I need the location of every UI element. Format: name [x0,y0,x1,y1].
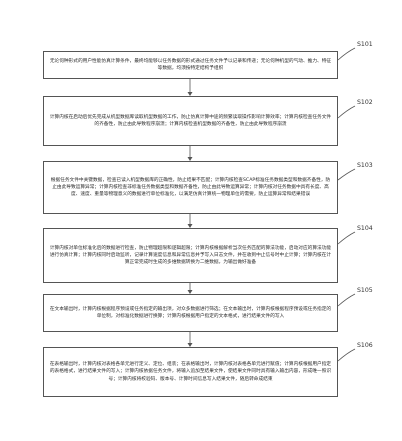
step-text-s106: 在表格输出时，计算内核对表格各单元进行定义、定位、组装；在表格输出时，计算内核对… [49,362,332,382]
leader-s106 [337,348,356,362]
step-box-s102: 计算内核在启动后优先完成从机型数据库读取机型数据的工作，防止仿真计算中途的频繁读… [43,96,338,146]
step-box-s101: 无论何种形式的用户性能仿真计算条件，最终均能够以任务数据的形式通过任务文件予以记… [43,51,338,79]
arrowhead-s103 [187,157,193,161]
arrowhead-s106 [187,343,193,347]
leader-s104 [337,231,356,245]
leader-s102 [337,105,356,119]
step-label-s105: S105 [357,287,373,294]
step-text-s101: 无论何种形式的用户性能仿真计算条件，最终均能够以任务数据的形式通过任务文件予以记… [49,58,332,71]
step-label-s101: S101 [357,41,373,48]
step-text-s104: 计算内核对单位标准化后的数据进行检查，防止物理超限和逻辑超限；计算内核根据解析当… [49,245,332,266]
leader-s101 [337,47,356,61]
arrowhead-s105 [187,290,193,294]
leader-s103 [337,168,356,181]
step-box-s104: 计算内核对单位标准化后的数据进行检查，防止物理超限和逻辑超限；计算内核根据解析当… [43,228,338,283]
step-label-s102: S102 [357,99,373,106]
step-box-s105: 在文本输出时，计算内核根据程序预设或任务指定的输出项，对众多数据进行筛选；在文本… [43,294,338,332]
step-label-s106: S106 [357,342,373,349]
step-text-s103: 根据任务文件中关键数据，检查已读入机型数据库的正确性，防止结果不匹配；计算内核检… [50,177,331,198]
step-box-s106: 在表格输出时，计算内核对表格各单元进行定义、定位、组装；在表格输出时，计算内核对… [43,347,338,397]
step-label-s104: S104 [357,225,373,232]
step-text-s105: 在文本输出时，计算内核根据程序预设或任务指定的输出项，对众多数据进行筛选；在文本… [49,306,332,319]
step-box-s103: 根据任务文件中关键数据，检查已读入机型数据库的正确性，防止结果不匹配；计算内核检… [43,161,338,214]
arrowhead-s104 [187,224,193,228]
step-text-s102: 计算内核在启动后优先完成从机型数据库读取机型数据的工作，防止仿真计算中途的频繁读… [49,114,332,127]
leader-s105 [337,293,356,307]
arrowhead-s102 [187,92,193,96]
step-label-s103: S103 [357,162,373,169]
